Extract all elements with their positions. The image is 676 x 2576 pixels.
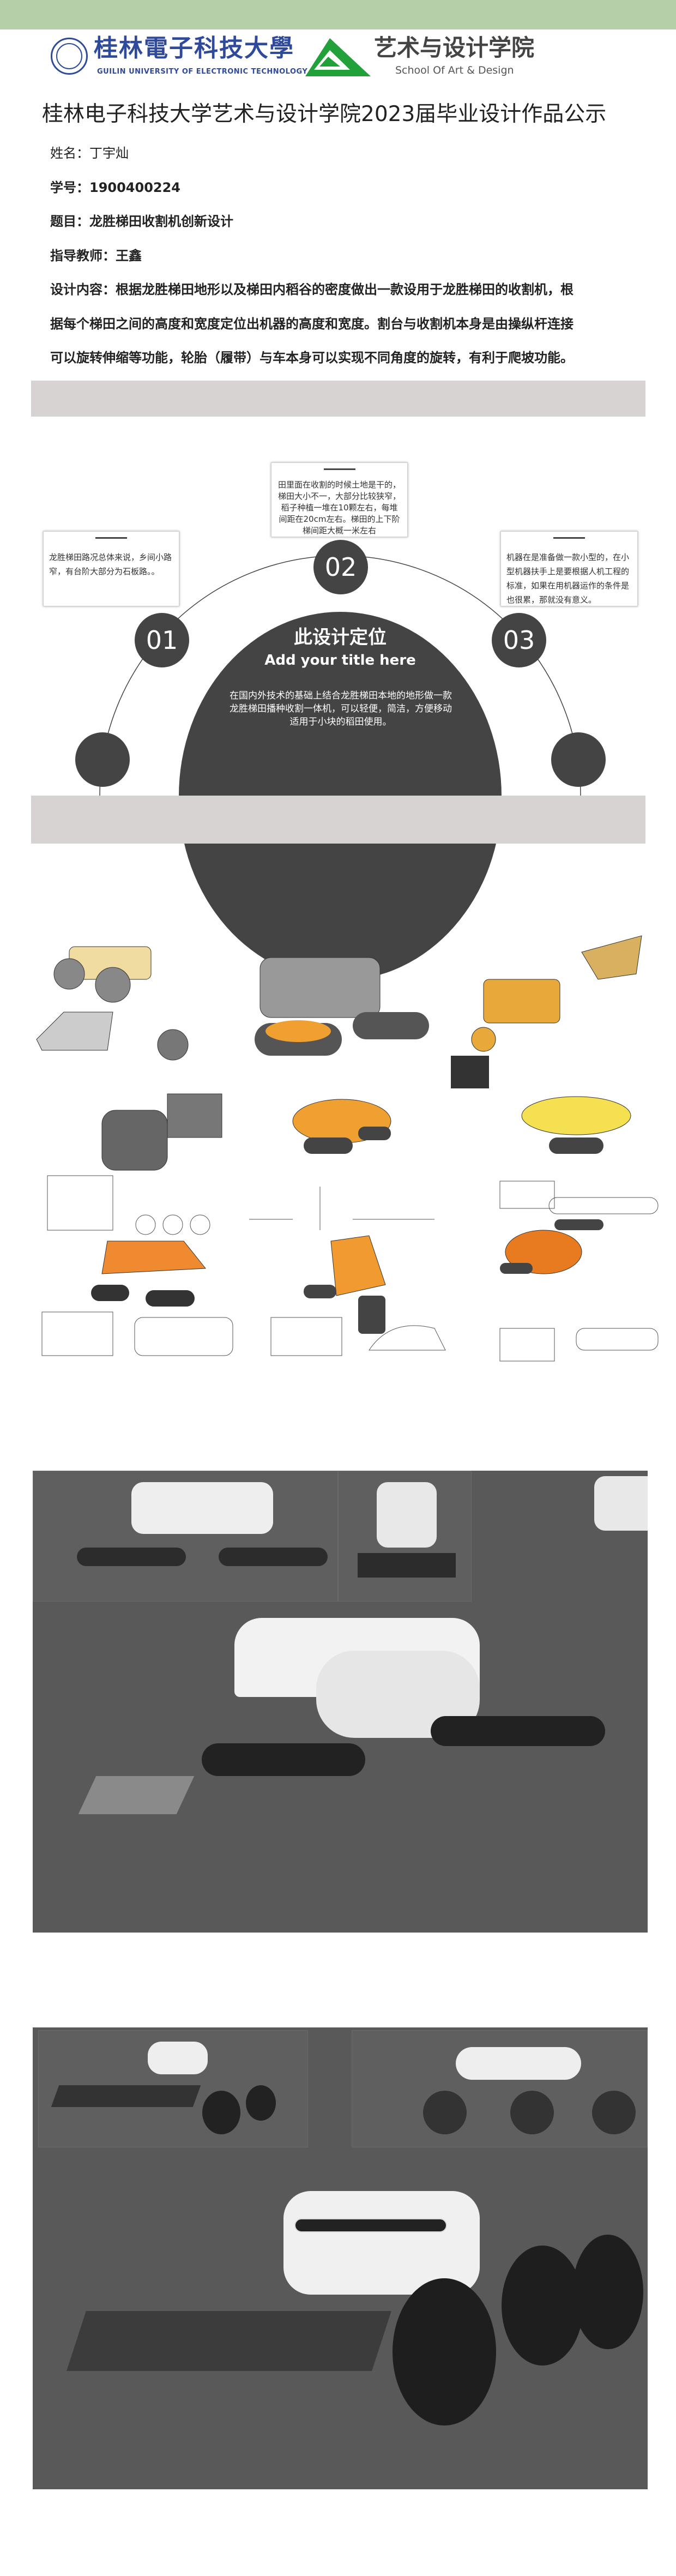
sketch-5 bbox=[249, 1099, 434, 1230]
divider-band bbox=[31, 796, 645, 844]
divider-band bbox=[31, 381, 645, 417]
school-triangle-logo bbox=[305, 38, 371, 76]
student-name: 姓名：丁宇灿 bbox=[50, 146, 129, 161]
sketch-1 bbox=[36, 946, 189, 1061]
point-02-text: 田里面在收割的时候土地是干的，梯田大小不一，大部分比较狭窄，稻子种植一堆在10颗… bbox=[277, 480, 401, 535]
center-subtitle: Add your title here bbox=[264, 652, 416, 669]
center-body: 在国内外技术的基础上结合龙胜梯田本地的地形做一款龙胜梯田播种收割一体机，可以轻便… bbox=[230, 690, 452, 727]
render-side-view bbox=[33, 1471, 338, 1602]
cutting-header bbox=[67, 2311, 391, 2371]
vehicle-cab bbox=[283, 2191, 480, 2295]
right-track bbox=[431, 1716, 605, 1746]
university-name-en: GUILIN UNIVERSITY OF ELECTRONIC TECHNOLO… bbox=[97, 68, 308, 76]
render-wheeled-harvester bbox=[33, 2027, 648, 2489]
page-title: 桂林电子科技大学艺术与设计学院2023届毕业设计作品公示 bbox=[42, 102, 607, 127]
point-02-circle: 02 bbox=[313, 540, 368, 594]
render-tracked-harvester bbox=[33, 1471, 648, 1933]
point-03-box: 机器在是准备做一款小型的，在小型机器扶手上是要根据人机工程的标准，如果在用机器运… bbox=[500, 531, 638, 606]
point-03-circle: 03 bbox=[492, 613, 546, 667]
middle-wheel bbox=[502, 2246, 583, 2366]
sketch-6 bbox=[499, 1096, 659, 1214]
project-topic: 题目：龙胜梯田收割机创新设计 bbox=[50, 214, 233, 229]
concept-sketches bbox=[36, 935, 659, 1362]
render-front-view bbox=[338, 1471, 472, 1602]
student-id: 学号：1900400224 bbox=[50, 180, 180, 195]
sketch-9 bbox=[499, 1219, 659, 1362]
top-accent-bar bbox=[0, 0, 676, 29]
point-01-box: 龙胜梯田路况总体来说，乡间小路窄，有台阶大部分为石板路。。 bbox=[43, 531, 179, 606]
left-track bbox=[202, 1743, 365, 1776]
university-seal-logo bbox=[51, 38, 88, 75]
front-wheel bbox=[393, 2278, 496, 2425]
design-content-line: 设计内容：根据龙胜梯田地形以及梯田内稻谷的密度做出一款设用于龙胜梯田的收割机，根 bbox=[50, 282, 574, 297]
school-name-en: School Of Art & Design bbox=[395, 64, 514, 76]
design-content-line: 可以旋转伸缩等功能，轮胎（履带）与车本身可以实现不同角度的旋转，有利于爬坡功能。 bbox=[50, 350, 574, 365]
sketch-7 bbox=[41, 1241, 233, 1356]
advisor: 指导教师：王鑫 bbox=[50, 248, 142, 263]
left-end-circle bbox=[75, 732, 130, 787]
sketch-4 bbox=[47, 1093, 222, 1235]
sketch-2 bbox=[255, 957, 429, 1056]
render-angled-view bbox=[594, 1476, 648, 1531]
point-03-text: 机器在是准备做一款小型的，在小型机器扶手上是要根据人机工程的标准，如果在用机器运… bbox=[506, 552, 630, 605]
rear-wheel bbox=[572, 2235, 643, 2349]
render-front-angle-view bbox=[38, 2030, 308, 2147]
render-side-view bbox=[352, 2030, 648, 2147]
point-01-text: 龙胜梯田路况总体来说，乡间小路窄，有台阶大部分为石板路。。 bbox=[49, 552, 172, 576]
light-bar bbox=[294, 2218, 447, 2232]
school-name-cn: 艺术与设计学院 bbox=[374, 34, 535, 61]
right-end-circle bbox=[551, 732, 606, 787]
point-01-circle: 01 bbox=[135, 613, 189, 667]
sketch-8 bbox=[270, 1235, 446, 1356]
point-02-box: 田里面在收割的时候土地是干的，梯田大小不一，大部分比较狭窄，稻子种植一堆在10颗… bbox=[271, 462, 408, 537]
cutting-header bbox=[78, 1776, 195, 1814]
center-title: 此设计定位 bbox=[294, 627, 387, 648]
sketch-3 bbox=[451, 935, 642, 1088]
university-name-cn: 桂林電子科技大學 bbox=[94, 34, 294, 62]
design-content-line: 据每个梯田之间的高度和宽度定位出机器的高度和宽度。割台与收割机本身是由操纵杆连接 bbox=[50, 316, 574, 332]
